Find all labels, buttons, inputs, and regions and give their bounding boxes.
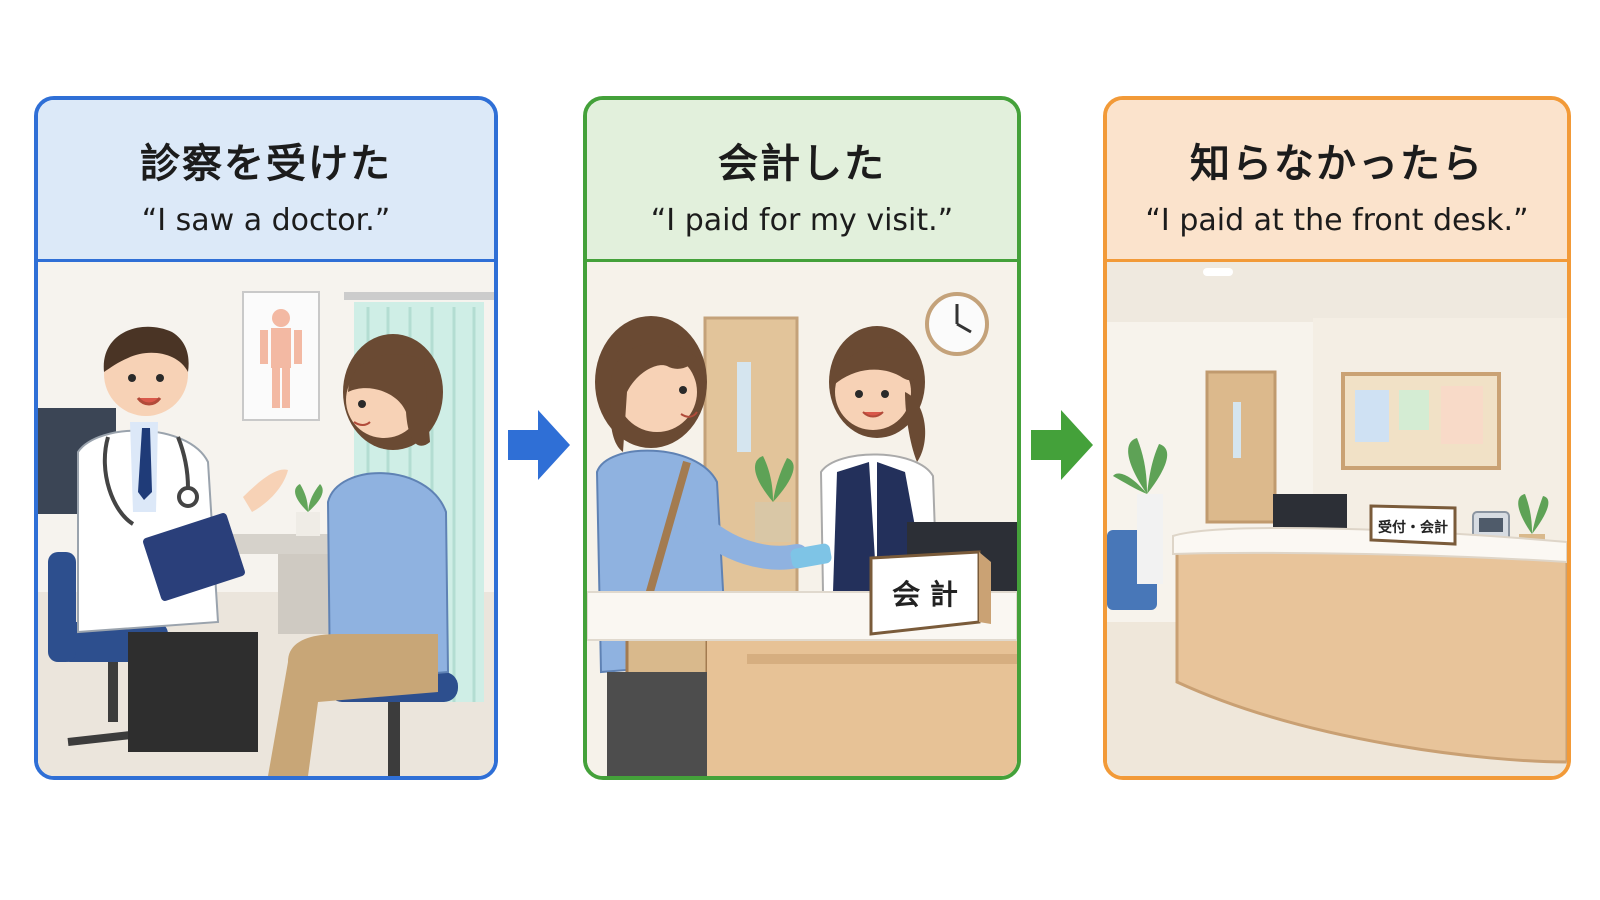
panel-saw-doctor: 診察を受けた “I saw a doctor.” (34, 96, 498, 780)
panel-paid-front-desk: 知らなかったら “I paid at the front desk.” (1103, 96, 1571, 780)
panel-header: 知らなかったら “I paid at the front desk.” (1107, 100, 1567, 262)
sign-text: 受付・会計 (1378, 519, 1448, 536)
panel-title: 会計した (718, 141, 886, 187)
panel-title: 知らなかったら (1190, 141, 1484, 187)
panel-paid-visit: 会計した “I paid for my visit.” (583, 96, 1021, 780)
cashier-sign: 会 計 (869, 550, 991, 636)
arrow-right-icon (508, 410, 570, 480)
doctor-figure (77, 326, 288, 752)
arrow-right-icon (1031, 410, 1093, 480)
anatomy-poster (242, 291, 320, 421)
doctor-consultation-illustration (38, 262, 494, 776)
payment-counter-illustration: 会 計 (587, 262, 1017, 776)
patient-figure (268, 334, 450, 776)
sign-text: 会 計 (892, 578, 958, 611)
panel-header: 会計した “I paid for my visit.” (587, 100, 1017, 262)
wall-clock (925, 292, 989, 356)
reception-cashier-sign: 受付・会計 (1369, 504, 1457, 546)
panel-title: 診察を受けた (140, 141, 392, 187)
bulletin-board (1341, 372, 1501, 470)
panel-subtitle: “I saw a doctor.” (141, 203, 391, 238)
panel-header: 診察を受けた “I saw a doctor.” (38, 100, 494, 262)
panel-subtitle: “I paid at the front desk.” (1145, 203, 1529, 238)
front-desk-illustration: 受付・会計 (1107, 262, 1567, 776)
panel-subtitle: “I paid for my visit.” (650, 203, 954, 238)
